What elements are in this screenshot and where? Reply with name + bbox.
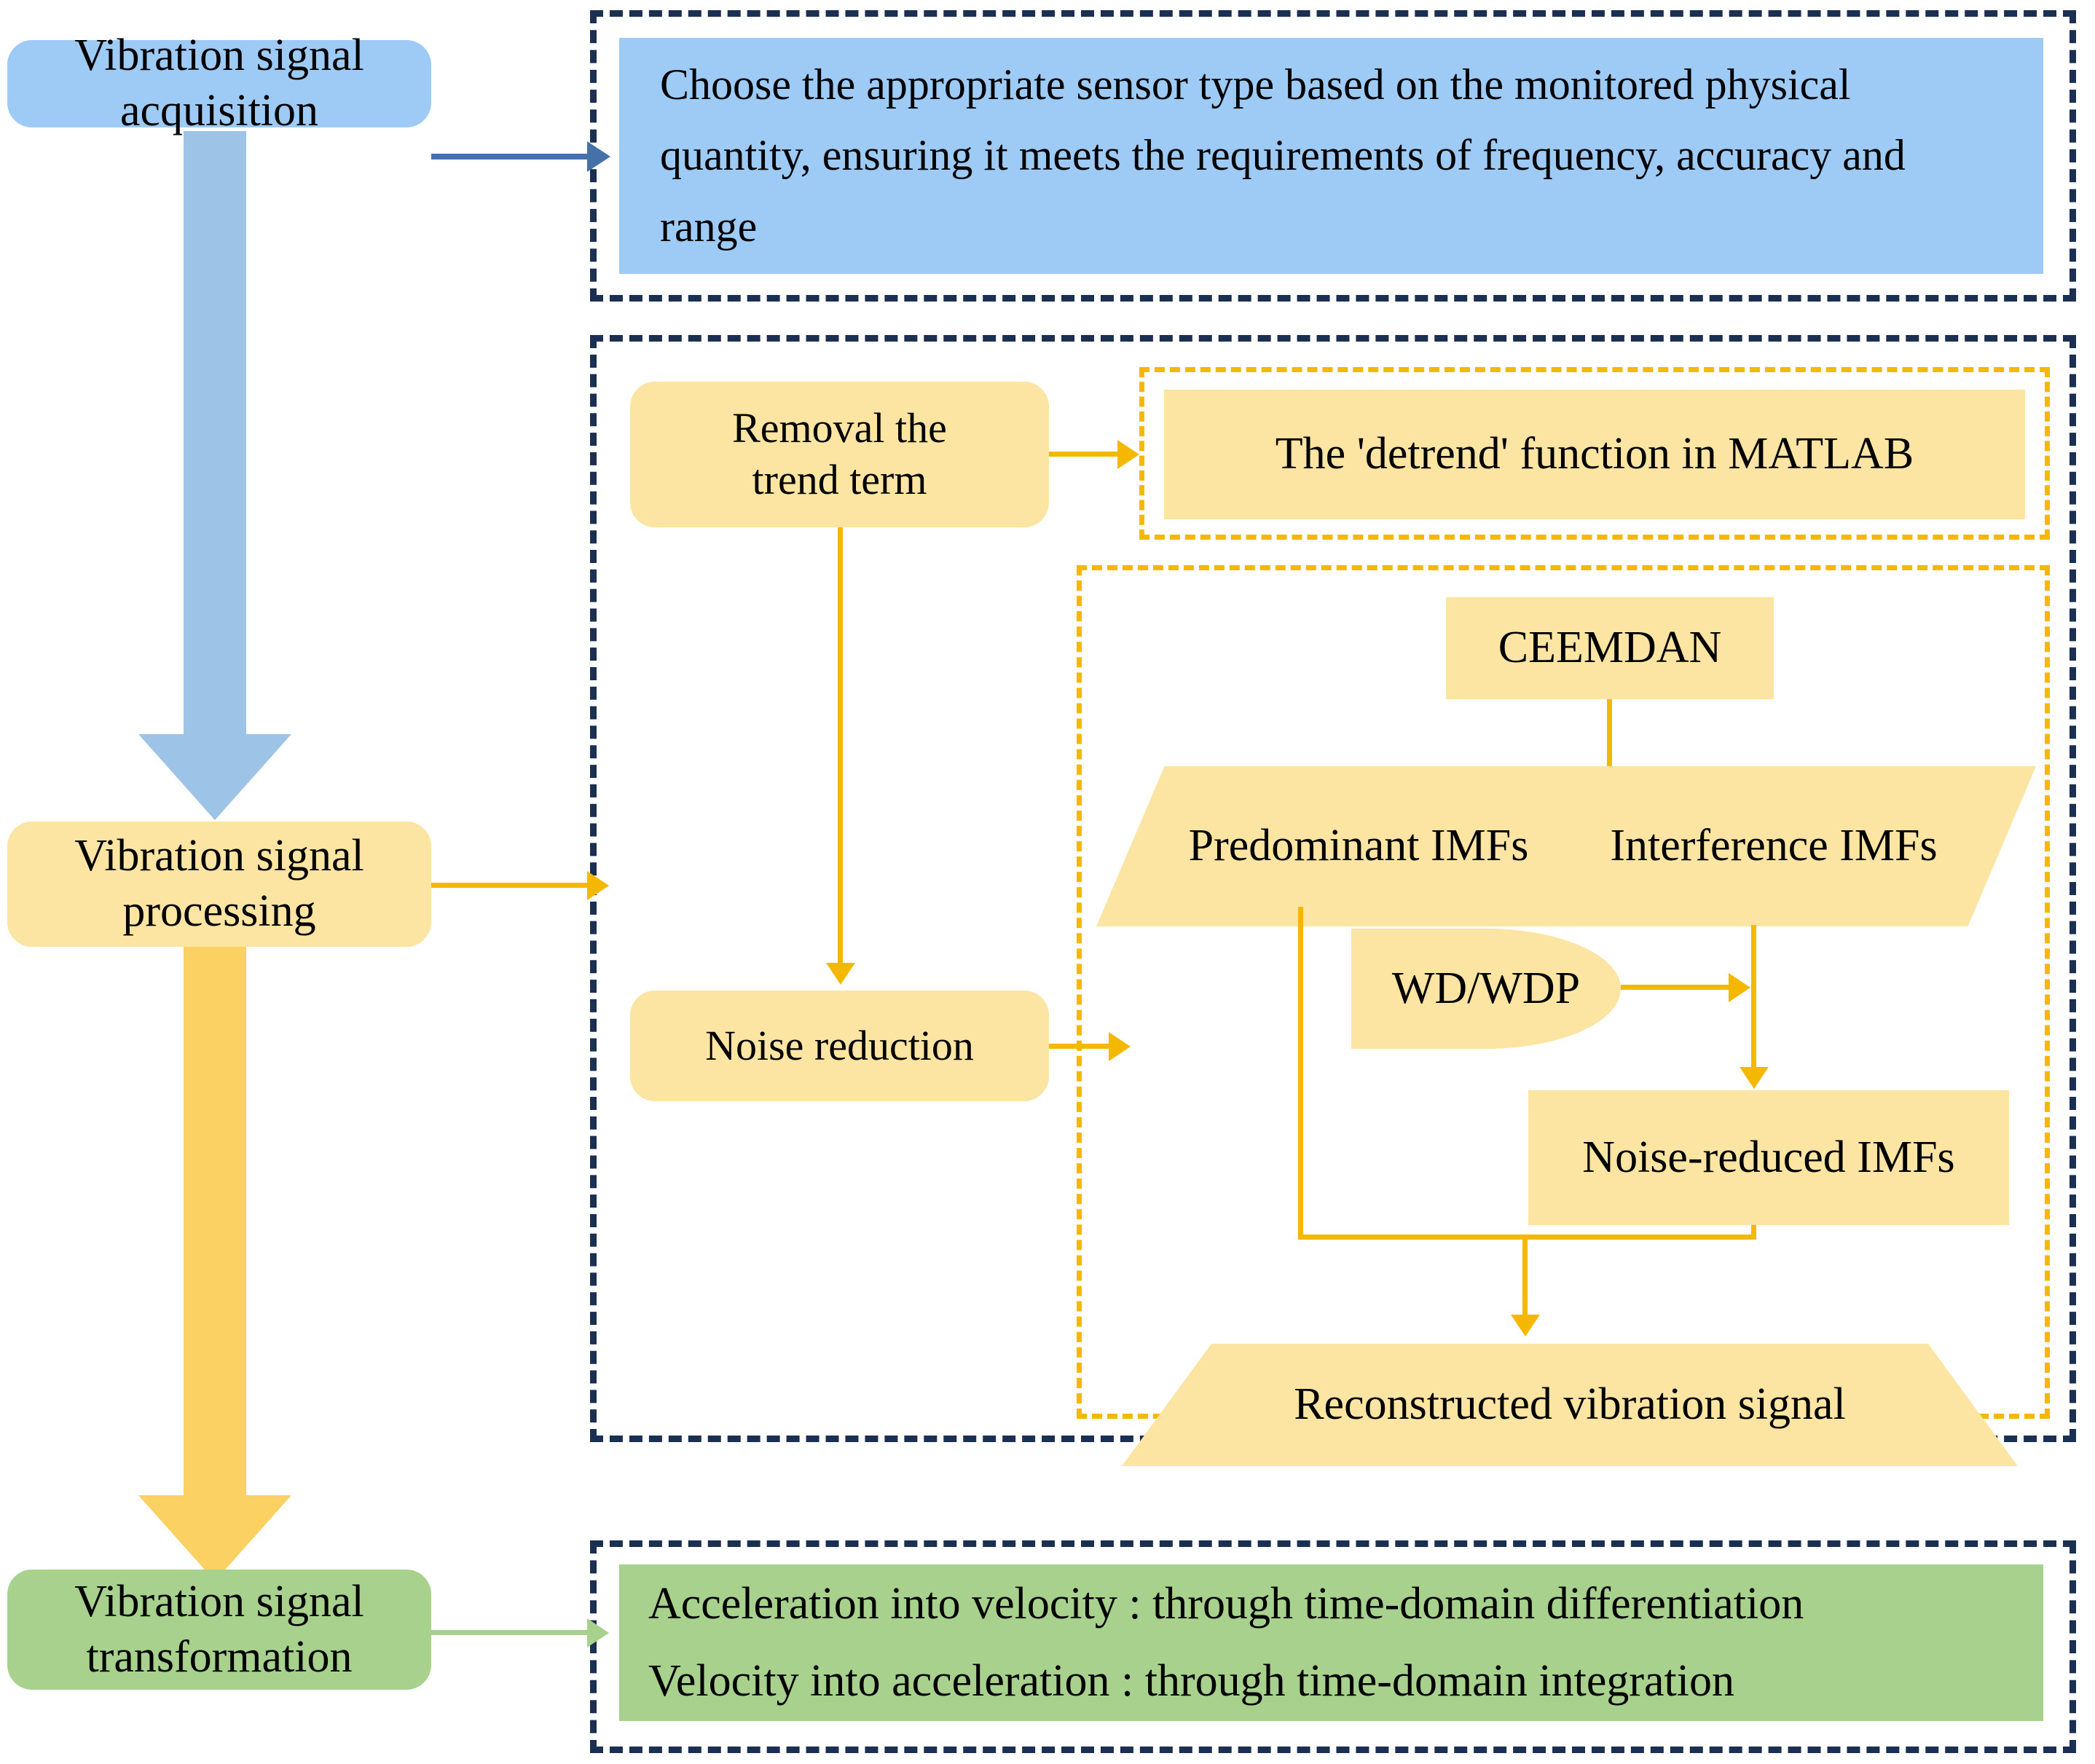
arrow-wdwdp-to-stem-line (1621, 985, 1737, 990)
arrow-wdwdp-to-stem-head (1729, 973, 1750, 1002)
node-detrend-function[interactable]: The 'detrend' function in MATLAB (1164, 390, 2025, 519)
ceemdan-split-stem (1607, 699, 1612, 778)
arrow-removal-to-detrend-line (1049, 452, 1123, 457)
transformation-label-line2: transformation (86, 1631, 353, 1682)
arrow-interference-to-noisereduced-head (1740, 1067, 1769, 1089)
node-removal-trend-term[interactable]: Removal the trend term (630, 382, 1049, 527)
arrow-removal-to-noise-line (838, 527, 843, 964)
node-wd-wdp[interactable]: WD/WDP (1351, 929, 1621, 1049)
arrow-noise-to-ceemdan-head (1109, 1032, 1131, 1061)
arrow-removal-to-detrend-head (1117, 440, 1139, 469)
join-predominant-stem (1298, 907, 1303, 1240)
noise-reduced-imfs-label: Noise-reduced IMFs (1582, 1132, 1955, 1182)
ceemdan-label: CEEMDAN (1498, 623, 1722, 673)
arrow-join-to-reconstructed-line (1522, 1235, 1528, 1318)
arrow-processing-to-group-line (431, 883, 593, 888)
transformation-detail-line2: Velocity into acceleration : through tim… (648, 1655, 1734, 1706)
arrow-acquisition-to-detail-head (587, 141, 610, 172)
transformation-label-line1: Vibration signal (74, 1576, 364, 1626)
arrow-transformation-to-detail-line (431, 1630, 593, 1635)
arrow-acquisition-to-detail-line (431, 154, 593, 160)
node-vibration-signal-processing[interactable]: Vibration signal processing (7, 822, 431, 947)
block-arrow-acquisition-to-processing (138, 131, 291, 820)
acquisition-detail-text: Choose the appropriate sensor type based… (660, 60, 1906, 251)
node-vibration-signal-acquisition[interactable]: Vibration signal acquisition (7, 31, 431, 135)
node-noise-reduced-imfs[interactable]: Noise-reduced IMFs (1528, 1090, 2009, 1225)
noise-reduction-label: Noise reduction (705, 1021, 974, 1069)
detrend-label: The 'detrend' function in MATLAB (1275, 429, 1914, 479)
acquisition-detail-box: Choose the appropriate sensor type based… (619, 38, 2043, 274)
processing-label-line1: Vibration signal (74, 831, 364, 881)
node-vibration-signal-transformation[interactable]: Vibration signal transformation (7, 1570, 431, 1690)
arrow-processing-to-group-head (587, 871, 609, 900)
arrow-removal-to-noise-head (826, 963, 855, 985)
processing-label-line2: processing (122, 886, 316, 936)
detrend-subgroup-container (1139, 367, 2050, 540)
wd-wdp-label: WD/WDP (1391, 963, 1581, 1013)
transformation-detail-box: Acceleration into velocity : through tim… (619, 1564, 2043, 1721)
arrow-interference-to-noisereduced-line (1751, 925, 1756, 1071)
acquisition-label-line2: acquisition (119, 86, 319, 135)
removal-label-line2: trend term (752, 456, 927, 503)
transformation-detail-line1: Acceleration into velocity : through tim… (648, 1579, 1804, 1629)
node-reconstructed-vibration-signal[interactable]: Reconstructed vibration signal (1122, 1344, 2018, 1466)
reconstructed-signal-label: Reconstructed vibration signal (1294, 1379, 1846, 1430)
removal-label-line1: Removal the (732, 404, 947, 452)
arrow-noise-to-ceemdan-line (1049, 1044, 1115, 1049)
arrow-join-to-reconstructed-head (1511, 1315, 1540, 1336)
interference-imfs-label: Interference IMFs (1610, 821, 1938, 871)
block-arrow-processing-to-transformation (138, 947, 291, 1581)
join-noisereduced-stem (1751, 1225, 1756, 1240)
node-noise-reduction[interactable]: Noise reduction (630, 991, 1049, 1101)
node-interference-imfs[interactable]: Interference IMFs (1512, 766, 2036, 926)
node-ceemdan[interactable]: CEEMDAN (1446, 597, 1774, 699)
arrow-transformation-to-detail-head (587, 1618, 609, 1647)
predominant-imfs-label: Predominant IMFs (1188, 821, 1529, 871)
acquisition-label-line1: Vibration signal (74, 31, 364, 81)
